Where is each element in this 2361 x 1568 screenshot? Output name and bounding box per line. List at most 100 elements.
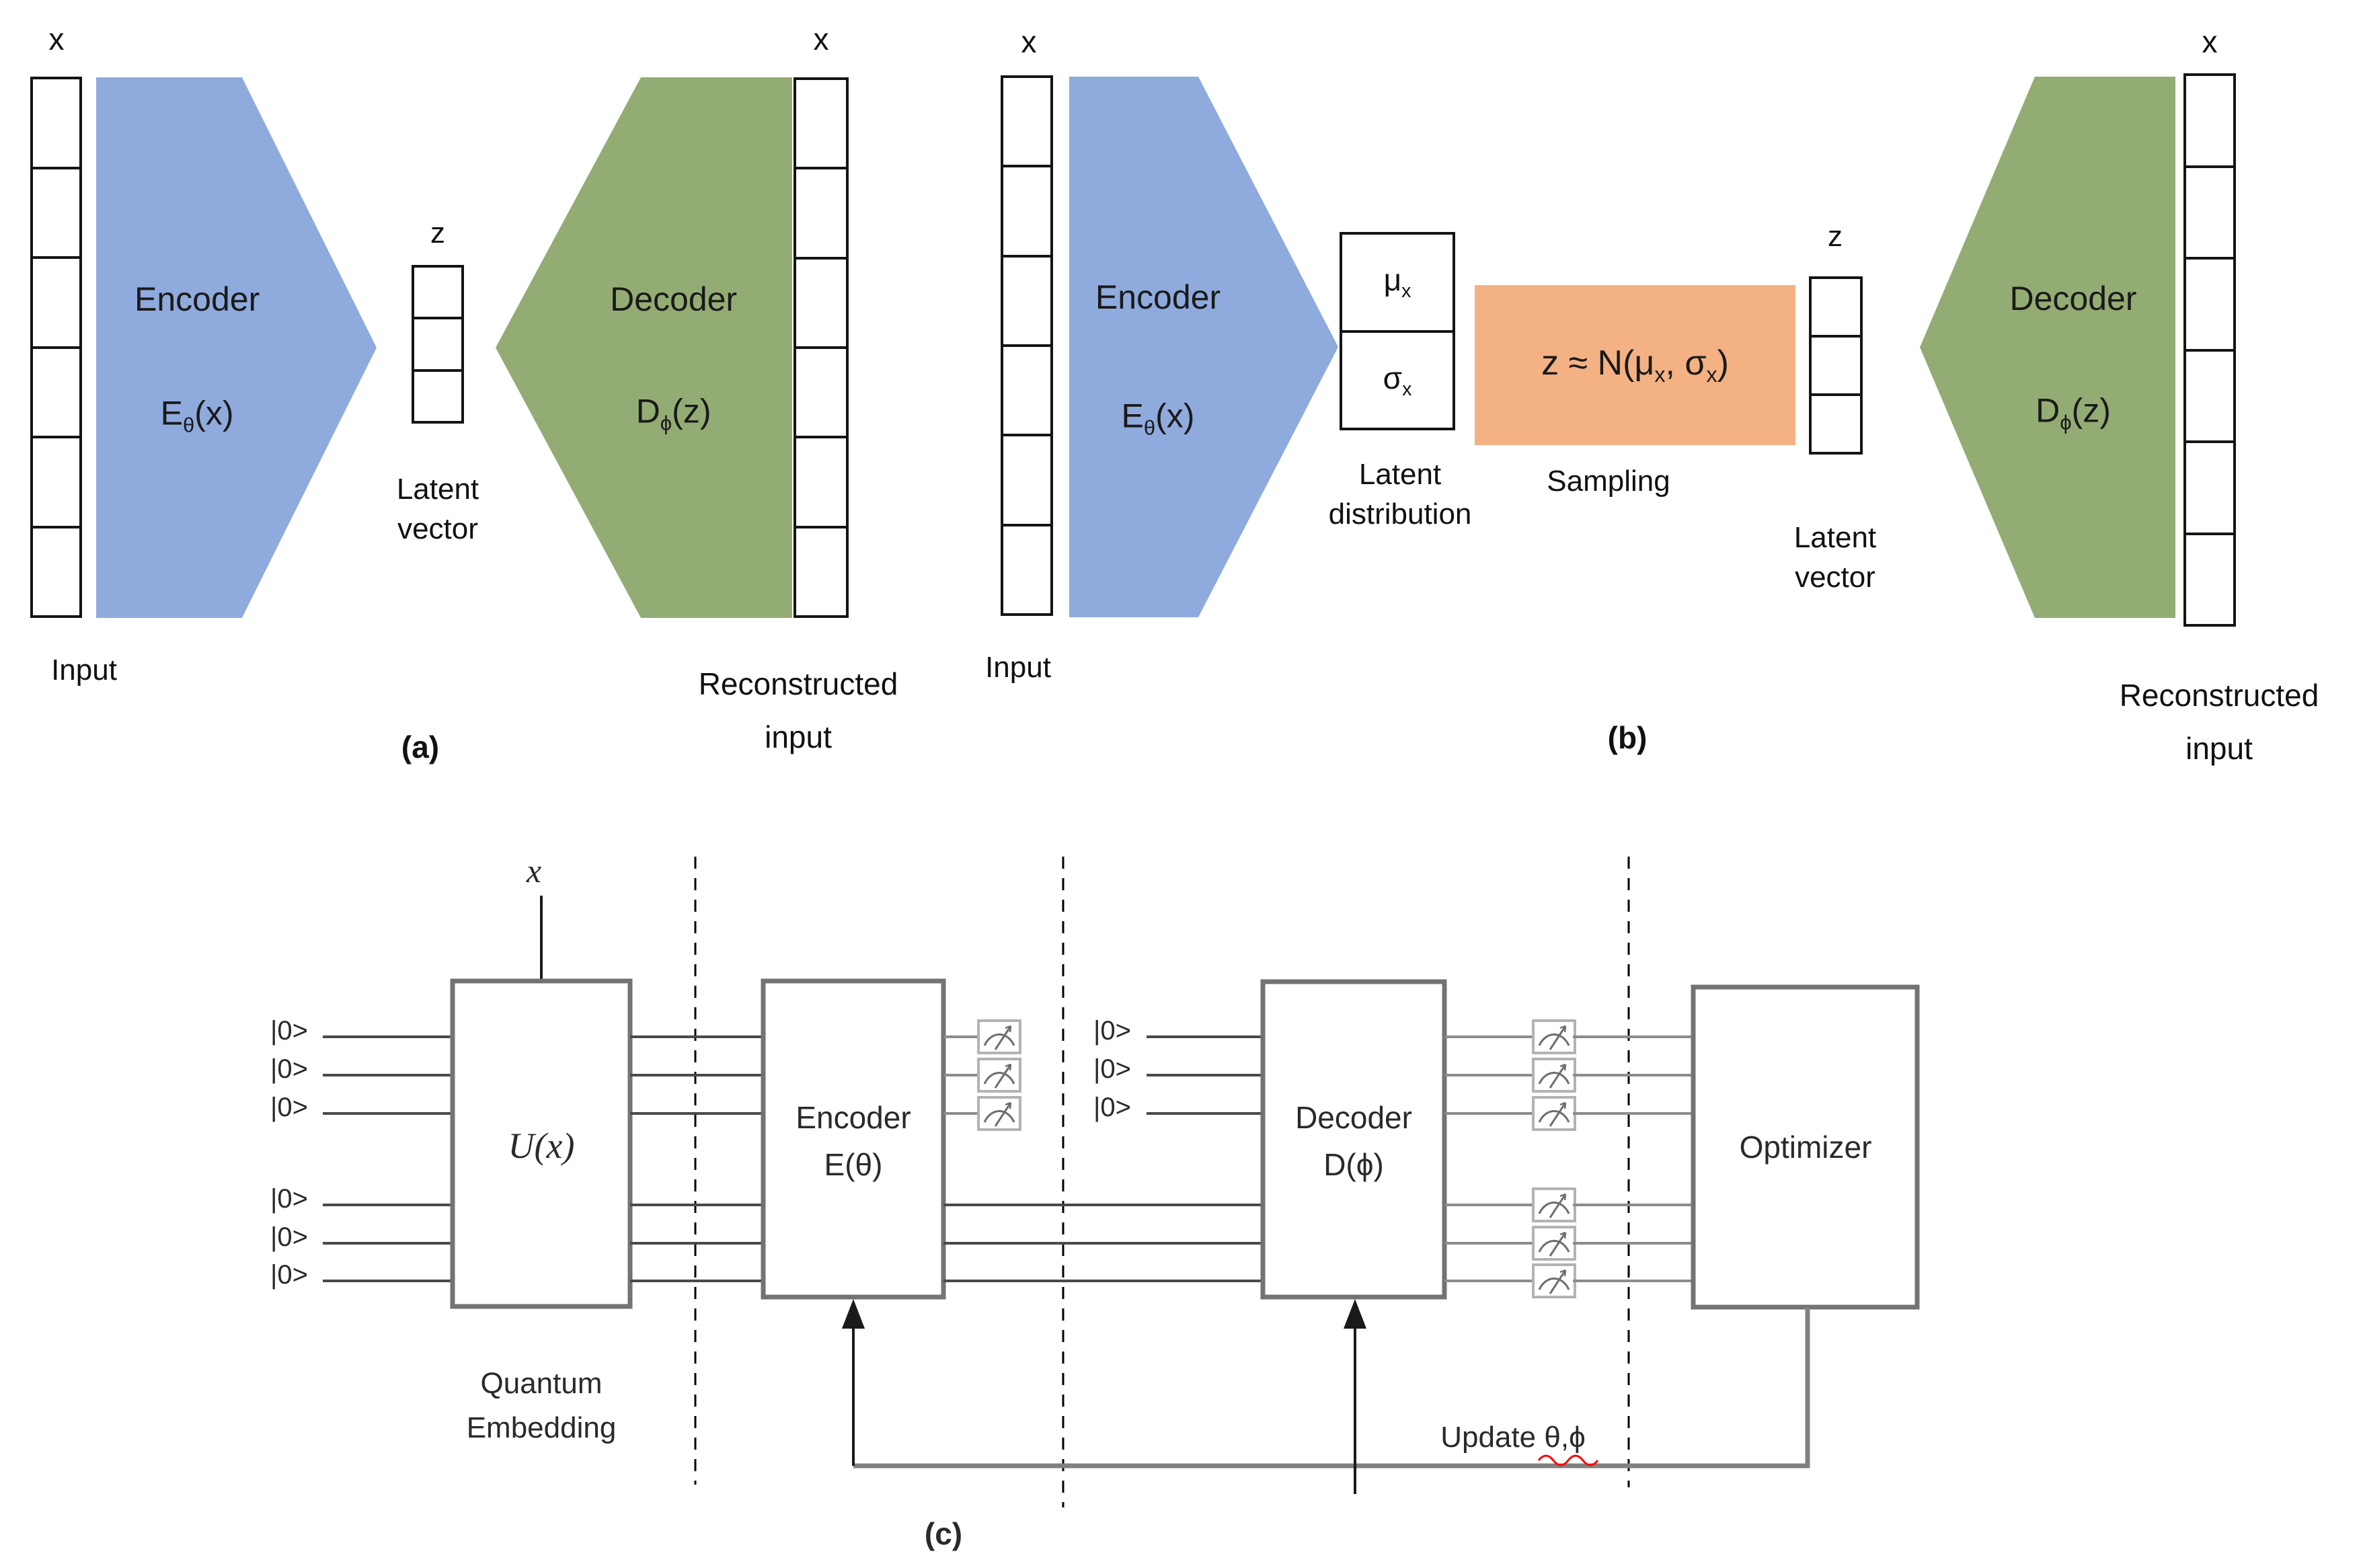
vector-cell xyxy=(414,317,461,368)
embedding-caption-line1: Quantum xyxy=(481,1367,603,1400)
panel-b-decoder-title: Decoder xyxy=(2009,280,2137,317)
vector-cell xyxy=(33,525,79,616)
panel-b-decoder-formula: Dϕ(z) xyxy=(2036,391,2111,434)
vector-cell xyxy=(1003,434,1050,523)
panel-c-data-input-label: x xyxy=(526,852,541,890)
vector-cell xyxy=(1003,165,1050,254)
decoder-box xyxy=(1260,979,1447,1300)
measurement-gauge-icon xyxy=(1532,1187,1576,1222)
measurement-gauge-icon xyxy=(977,1096,1021,1131)
vector-cell xyxy=(414,368,461,421)
panel-a-decoder-formula: Dϕ(z) xyxy=(635,392,711,435)
panel-b-output-vector xyxy=(2183,73,2236,627)
qubit-ket-label: |0> xyxy=(1093,1093,1131,1122)
vector-cell xyxy=(796,525,846,615)
panel-a-output-vector xyxy=(794,77,849,618)
measurement-gauge-icon xyxy=(1532,1226,1576,1261)
vector-cell xyxy=(796,167,846,256)
panel-b-input-label: Input xyxy=(985,651,1051,684)
embedding-caption-line2: Embedding xyxy=(467,1411,617,1444)
embedding-box-label: U(x) xyxy=(508,1126,575,1166)
panel-b-input-vector xyxy=(1001,75,1053,616)
qubit-ket-label: |0> xyxy=(1093,1016,1131,1046)
decoder-box-line2: D(ϕ) xyxy=(1323,1147,1384,1182)
panel-b-sampling-box: z ≈ N(μx, σx) xyxy=(1475,285,1795,445)
mu-x: μx xyxy=(1383,262,1411,303)
panel-a-latent-vector xyxy=(412,265,464,424)
qubit-ket-label: |0> xyxy=(270,1054,308,1084)
panel-c-caption: (c) xyxy=(925,1516,962,1551)
vector-cell xyxy=(2186,165,2233,258)
encoder-box xyxy=(761,978,946,1300)
measurement-gauge-icon xyxy=(977,1019,1021,1054)
measurement-gauge-icon xyxy=(1532,1058,1576,1093)
panel-a-output-vector-label: x xyxy=(813,22,829,56)
qubit-ket-label: |0> xyxy=(270,1184,308,1214)
update-label: Update θ,ϕ xyxy=(1440,1421,1585,1454)
panel-a-reconstructed-caption: Reconstructed input xyxy=(698,666,898,755)
optimizer-box-label: Optimizer xyxy=(1740,1130,1872,1165)
vector-cell xyxy=(33,256,79,346)
vector-cell xyxy=(796,346,846,436)
vector-cell xyxy=(1812,335,1860,393)
vector-cell xyxy=(2186,257,2233,349)
embedding-box xyxy=(450,978,633,1309)
qubit-ket-label: |0> xyxy=(270,1260,308,1290)
panel-b-latent-vector xyxy=(1809,276,1863,455)
panel-a-encoder-title: Encoder xyxy=(134,280,260,318)
panel-a-encoder-formula: Eθ(x) xyxy=(160,394,234,437)
panel-a-input-vector xyxy=(30,77,82,618)
wires-embedding-to-encoder xyxy=(630,1035,763,1282)
measurement-gauge-icon xyxy=(1532,1263,1576,1298)
vector-cell xyxy=(796,256,846,346)
qubit-ket-label: |0> xyxy=(270,1016,308,1046)
feedback-line xyxy=(853,1307,1810,1468)
wires-decoder-to-measure xyxy=(1444,1035,1533,1282)
update-arrow-encoder-head xyxy=(842,1299,865,1329)
sigma-x: σx xyxy=(1383,360,1412,400)
panel-a-input-vector-label: x xyxy=(48,22,65,56)
vector-cell xyxy=(33,346,79,436)
vector-cell xyxy=(33,436,79,526)
vector-cell xyxy=(33,166,79,257)
panel-a-input-label: Input xyxy=(51,654,117,687)
optimizer-box xyxy=(1691,984,1920,1310)
measurement-gauge-icon xyxy=(1532,1096,1576,1131)
update-arrow-decoder-head xyxy=(1344,1299,1366,1329)
panel-b-input-vector-label: x xyxy=(1021,24,1037,59)
vector-cell xyxy=(1003,523,1050,613)
panel-b-caption: (b) xyxy=(1607,720,1648,755)
panel-b-reconstructed-caption: Reconstructed input xyxy=(2119,678,2319,767)
qubit-ket-label: |0> xyxy=(1093,1054,1131,1084)
sigma-cell: σx xyxy=(1342,329,1453,428)
vector-cell xyxy=(1812,393,1860,452)
encoder-box-line2: E(θ) xyxy=(824,1147,883,1182)
vector-cell xyxy=(2186,532,2233,625)
panel-b-latent-distribution-box: μx σx xyxy=(1340,232,1455,430)
encoder-box-line1: Encoder xyxy=(796,1100,911,1135)
panel-a-latent-caption: Latent vector xyxy=(396,473,479,546)
panel-b-latent-vector-caption: Latent vector xyxy=(1793,521,1877,594)
qubit-ket-label: |0> xyxy=(270,1222,308,1252)
panel-b-sampling-formula: z ≈ N(μx, σx) xyxy=(1541,343,1729,387)
qubit-wires-left xyxy=(323,1035,453,1282)
decoder-box-line1: Decoder xyxy=(1295,1100,1412,1135)
panel-b-encoder-formula: Eθ(x) xyxy=(1121,397,1195,440)
spellcheck-squiggle xyxy=(1537,1454,1599,1466)
mu-cell: μx xyxy=(1342,235,1453,330)
panel-a-caption: (a) xyxy=(401,730,440,765)
panel-b-encoder-title: Encoder xyxy=(1095,278,1221,316)
qubit-ket-label: |0> xyxy=(270,1093,308,1122)
panel-a-latent-vector-label-z: z xyxy=(430,217,445,249)
panel-a-decoder-title: Decoder xyxy=(610,280,738,318)
panel-b-latent-distribution-caption: Latent distribution xyxy=(1328,458,1472,531)
vector-cell xyxy=(2186,440,2233,533)
vector-cell xyxy=(1003,254,1050,344)
wires-measure-to-optimizer xyxy=(1573,1035,1693,1282)
panel-b-output-vector-label: x xyxy=(2202,24,2218,59)
vector-cell xyxy=(796,436,846,525)
vector-cell xyxy=(1003,344,1050,434)
ancilla-wires xyxy=(943,1035,1263,1282)
